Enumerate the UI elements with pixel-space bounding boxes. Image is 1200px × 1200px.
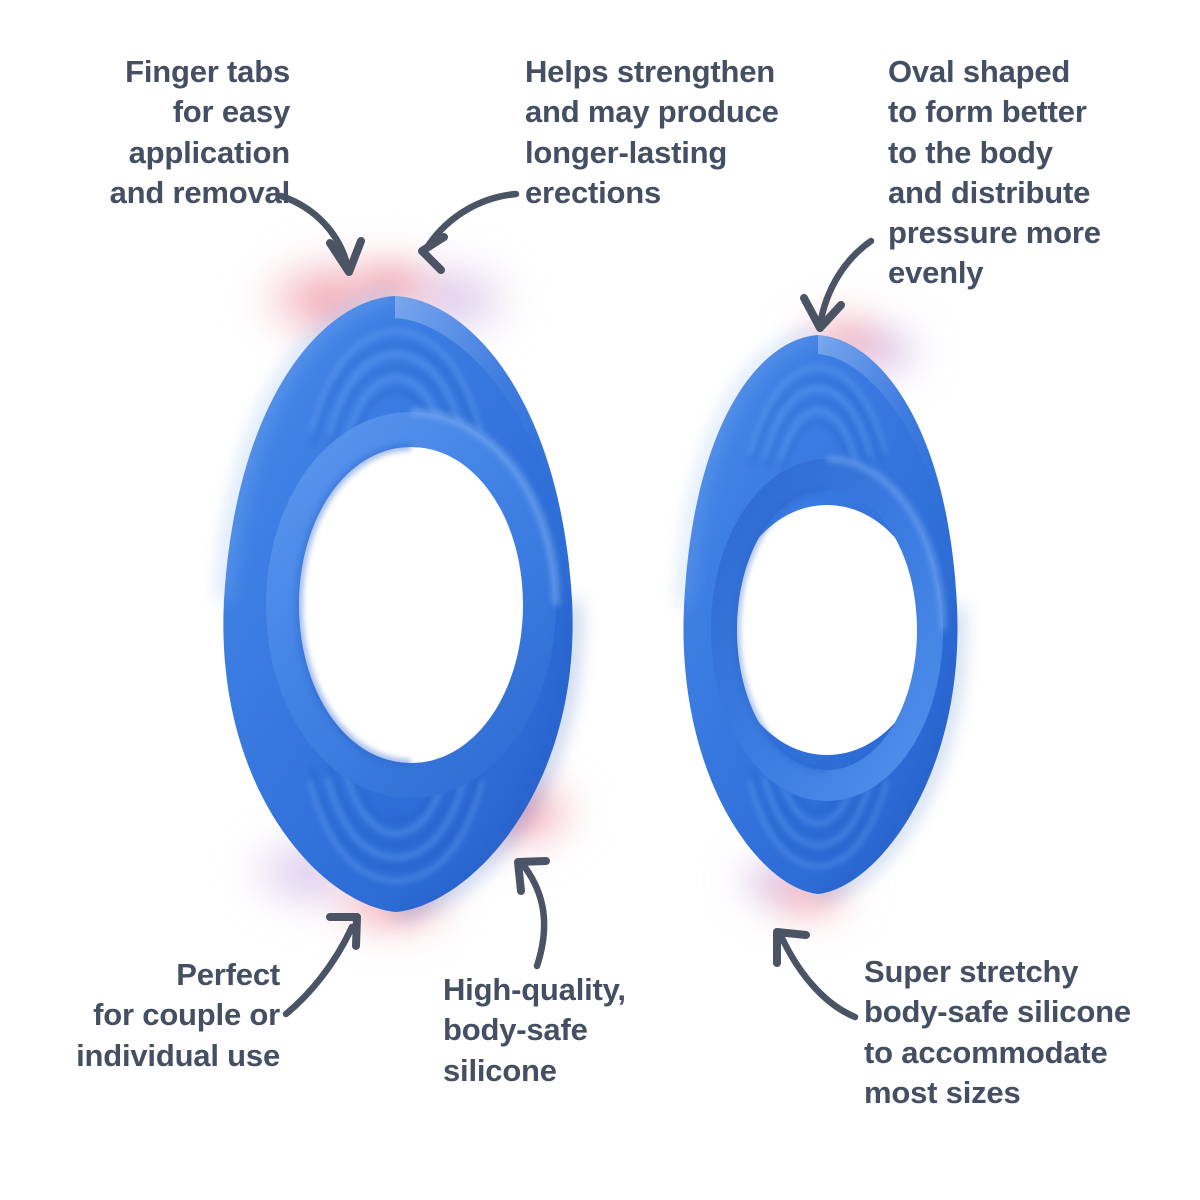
callout-super-stretchy: Super stretchy body-safe silicone to acc… [864,954,1131,1110]
finger-tab-top-ridges [309,328,483,440]
edge-shadow-small [817,605,964,900]
finger-tab-top-shadows-small [751,377,885,473]
inner-band-large [266,408,560,798]
inner-band-small [711,455,947,801]
edge-shadow [395,599,580,919]
callout-finger-tabs: Finger tabs for easy application and rem… [109,54,291,210]
callout-oval-shaped: Oval shaped to form better to the body a… [888,54,1101,291]
arrow-strengthen [418,190,520,274]
sheen-large [395,296,572,600]
callout-couple-or-individual: Perfect for couple or individual use [76,957,280,1073]
arrow-couple-or-individual [282,913,361,1018]
callout-strengthen: Helps strengthen and may produce longer-… [525,54,779,210]
finger-tab-top-ridges-small [748,364,888,462]
arrow-high-quality [514,857,550,970]
arrow-oval-shaped [800,237,875,332]
edge-highlight [218,290,396,601]
finger-tab-bottom-ridges [307,772,485,884]
arrow-finger-tabs [277,192,365,276]
finger-tab-bottom-ridges-small [747,772,889,870]
arrow-super-stretchy [773,928,859,1021]
sheen-small [818,335,957,606]
callout-high-quality-silicone: High-quality, body-safe silicone [443,972,626,1088]
small-ring [679,330,964,900]
large-ring [218,290,580,919]
edge-highlight-small [679,330,819,607]
